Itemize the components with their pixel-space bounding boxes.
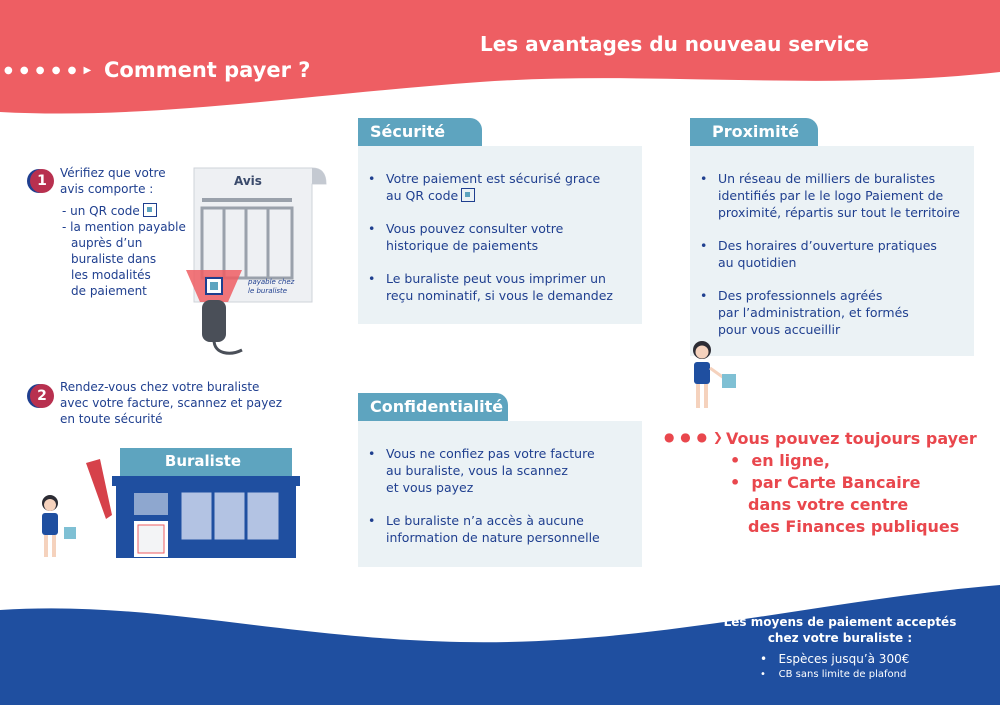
securite-item-line: au QR code <box>386 188 459 203</box>
footer-item: • CB sans limite de plafond <box>760 669 907 680</box>
footer-line: Les moyens de paiement acceptés <box>723 615 957 629</box>
how-to-pay-title: Comment payer ? <box>104 58 311 82</box>
shop-sign-text: Buraliste <box>164 452 242 470</box>
tab-securite: Sécurité <box>358 118 482 146</box>
step-1-text: Vérifiez que votre avis comporte : - un … <box>60 165 200 299</box>
still-pay-item-text: des Finances publiques <box>748 517 960 536</box>
step-1-mention-line: - la mention payable <box>62 220 186 234</box>
footer-list: • Espèces jusqu’à 300€ • CB sans limite … <box>760 651 909 683</box>
proximite-item-line: Des horaires d’ouverture pratiques <box>718 238 937 253</box>
document-curl <box>312 168 326 184</box>
step-1-line: Vérifiez que votre <box>60 166 166 180</box>
proximite-item-line: Un réseau de milliers de buralistes <box>718 171 936 186</box>
buraliste-shop-illustration <box>42 448 300 558</box>
step-1-mention-line: buraliste dans <box>71 252 157 266</box>
confidentialite-item-line: Le buraliste n’a accès à aucune <box>386 513 584 528</box>
step-2-badge: 2 <box>30 384 54 408</box>
proximite-item-line: par l’administration, et formés <box>718 305 909 320</box>
step-1-mention-line: les modalités <box>71 268 151 282</box>
confidentialite-panel: Vous ne confiez pas votre facture au bura… <box>358 421 642 567</box>
dots-arrow-icon: ● ● ● ❯ <box>664 430 724 444</box>
proximite-item-line: Des professionnels agréés <box>718 288 883 303</box>
securite-panel: Votre paiement est sécurisé grace au QR c… <box>358 146 642 324</box>
shop-sign <box>120 448 292 476</box>
top-wave <box>0 0 1000 114</box>
woman-shopper-icon <box>693 341 736 408</box>
step-1-qr-label: - un QR code <box>62 204 140 218</box>
bottom-wave <box>0 585 1000 705</box>
confidentialite-item-line: Vous ne confiez pas votre facture <box>386 446 595 461</box>
still-pay-item: • par Carte Bancaire <box>730 473 921 492</box>
still-pay-item-text: dans votre centre <box>748 495 909 514</box>
confidentialite-item: Le buraliste n’a accès à aucune informati… <box>358 512 642 546</box>
proximite-panel: Un réseau de milliers de buralistes ident… <box>690 146 974 356</box>
scanner-icon <box>202 300 226 342</box>
confidentialite-item-line: information de nature personnelle <box>386 530 600 545</box>
confidentialite-item-line: au buraliste, vous la scannez <box>386 463 568 478</box>
step-2-line: en toute sécurité <box>60 412 163 426</box>
securite-item-line: reçu nominatif, si vous le demandez <box>386 288 613 303</box>
tab-confidentialite: Confidentialité <box>358 393 508 421</box>
step-1-mention-item: - la mention payable auprès d’un buralis… <box>60 219 200 299</box>
securite-item-line: Le buraliste peut vous imprimer un <box>386 271 606 286</box>
step-1-qr-item: - un QR code <box>60 203 200 219</box>
avis-stamp: payable chez le buraliste <box>248 278 294 296</box>
still-pay-title: Vous pouvez toujours payer <box>726 429 977 448</box>
step-2-line: avec votre facture, scannez et payez <box>60 396 282 410</box>
qr-code-icon <box>461 188 476 202</box>
confidentialite-item: Vous ne confiez pas votre facture au bura… <box>358 445 642 496</box>
securite-item: Le buraliste peut vous imprimer un reçu n… <box>358 270 642 304</box>
still-pay-block: Vous pouvez toujours payer • en ligne, •… <box>726 428 977 538</box>
securite-item: Vous pouvez consulter votre historique de… <box>358 220 642 254</box>
step-2-text: Rendez-vous chez votre buraliste avec vo… <box>60 379 290 427</box>
still-pay-item: • en ligne, <box>730 451 830 470</box>
step-1-mention-line: auprès d’un <box>71 236 143 250</box>
footer-payment-means: Les moyens de paiement acceptés chez vot… <box>720 614 960 646</box>
qr-code-icon <box>142 203 157 217</box>
footer-item: • Espèces jusqu’à 300€ <box>760 652 910 666</box>
footer-line: chez votre buraliste : <box>767 631 913 645</box>
securite-item-line: Votre paiement est sécurisé grace <box>386 171 601 186</box>
avis-scanner-illustration <box>186 167 327 355</box>
securite-item-line: historique de paiements <box>386 238 539 253</box>
avis-stamp-line: le buraliste <box>248 287 288 295</box>
footer-item-text: CB sans limite de plafond <box>778 669 907 680</box>
dots-arrow-icon: ● ● ● ● ● ▶ <box>4 65 94 76</box>
proximite-item-line: identifiés par le le logo Paiement de <box>718 188 944 203</box>
proximite-item-line: au quotidien <box>718 255 797 270</box>
advantages-title: Les avantages du nouveau service <box>480 32 869 56</box>
proximite-item: Des professionnels agréés par l’administr… <box>690 287 974 338</box>
securite-item-line: Vous pouvez consulter votre <box>386 221 564 236</box>
securite-item: Votre paiement est sécurisé grace au QR c… <box>358 170 642 204</box>
step-1-badge: 1 <box>30 169 54 193</box>
still-pay-item-text: en ligne, <box>751 451 830 470</box>
tab-proximite: Proximité <box>690 118 818 146</box>
proximite-item-line: pour vous accueillir <box>718 322 841 337</box>
proximite-item: Un réseau de milliers de buralistes ident… <box>690 170 974 221</box>
footer-item-text: Espèces jusqu’à 300€ <box>778 652 910 666</box>
step-1-mention-line: de paiement <box>71 284 147 298</box>
avis-title: Avis <box>234 174 262 188</box>
proximite-item-line: proximité, répartis sur tout le territoi… <box>718 205 960 220</box>
avis-stamp-line: payable chez <box>248 278 295 286</box>
step-1-line: avis comporte : <box>60 182 154 196</box>
step-2-line: Rendez-vous chez votre buraliste <box>60 380 260 394</box>
tabac-carrot-icon <box>86 459 112 519</box>
proximite-item: Des horaires d’ouverture pratiques au quo… <box>690 237 974 271</box>
still-pay-item-text: par Carte Bancaire <box>751 473 921 492</box>
confidentialite-item-line: et vous payez <box>386 480 474 495</box>
